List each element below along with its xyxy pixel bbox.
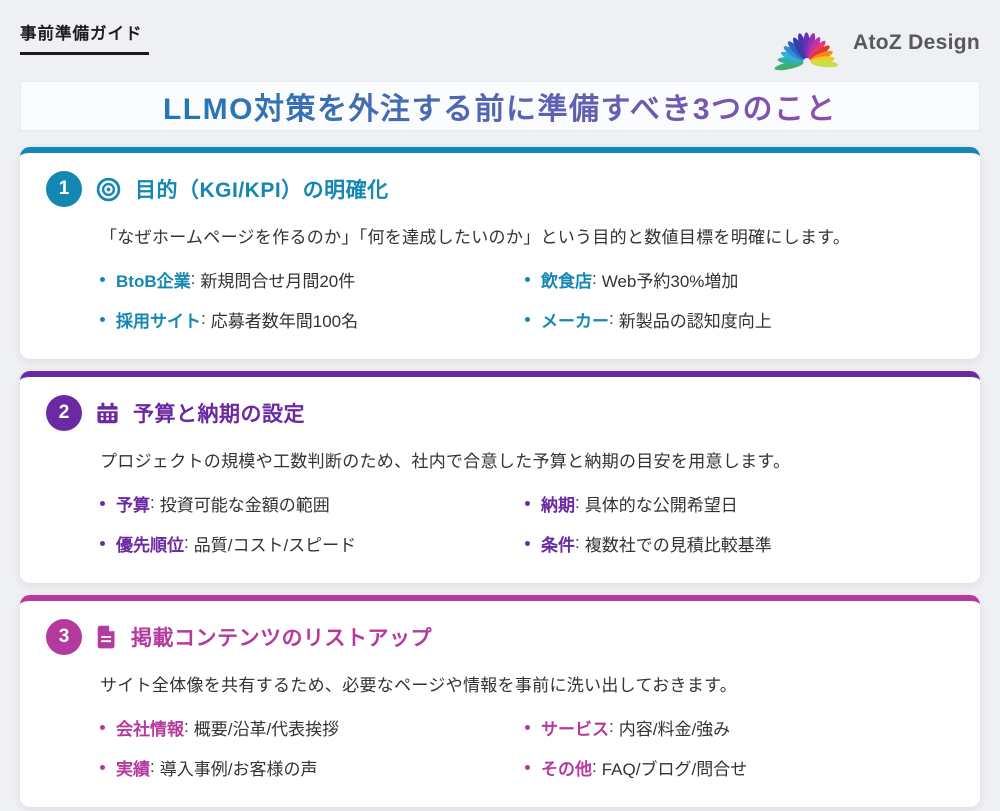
card-content-list: 3 掲載コンテンツのリストアップ サイト全体像を共有するため、必要なページや情報… — [20, 595, 980, 807]
bullet-dot — [100, 316, 105, 322]
list-item: サービス: 内容/料金/強み — [525, 715, 950, 740]
list-item: 会社情報: 概要/沿革/代表挨拶 — [100, 715, 525, 740]
bullet-value: 新規問合せ月間20件 — [200, 271, 356, 291]
bullet-dot — [525, 316, 530, 322]
card-heading: 掲載コンテンツのリストアップ — [131, 627, 432, 650]
bullet-dot — [525, 540, 530, 546]
page-title: LLMO対策を外注する前に準備すべき3つのこと — [163, 84, 837, 128]
bullet-dot — [100, 540, 105, 546]
file-lines-icon — [96, 625, 117, 649]
bullet-label: 予算 — [116, 495, 150, 515]
bullet-separator: : — [184, 717, 189, 737]
bullet-label: 採用サイト — [116, 311, 201, 331]
bullet-dot — [525, 500, 530, 506]
step-number-badge: 2 — [46, 395, 82, 431]
card-budget-schedule: 2 予算と納期の設定 — [20, 371, 980, 583]
bullet-list: 会社情報: 概要/沿革/代表挨拶 実績: 導入事例/お客様の声 サービス: 内容… — [100, 715, 950, 780]
list-item: 優先順位: 品質/コスト/スピード — [100, 531, 525, 556]
bullet-dot — [100, 276, 105, 282]
bullet-separator: : — [609, 717, 614, 737]
list-item: メーカー: 新製品の認知度向上 — [525, 307, 950, 332]
bullet-value: 新製品の認知度向上 — [618, 311, 772, 331]
card-header-row: 2 予算と納期の設定 — [46, 395, 950, 431]
bullet-value: 応募者数年間100名 — [210, 311, 359, 331]
title-banner: LLMO対策を外注する前に準備すべき3つのこと — [20, 81, 980, 131]
list-item: BtoB企業: 新規問合せ月間20件 — [100, 267, 525, 292]
list-item: 納期: 具体的な公開希望日 — [525, 491, 950, 516]
bullet-value: 導入事例/お客様の声 — [159, 759, 318, 779]
rainbow-fan-icon — [774, 32, 839, 71]
bullet-value: 概要/沿革/代表挨拶 — [193, 719, 340, 739]
topbar: 事前準備ガイド AtoZ Design — [20, 14, 980, 71]
bullet-value: 具体的な公開希望日 — [584, 495, 738, 515]
bullet-dot — [525, 724, 530, 730]
bullet-value: FAQ/ブログ/問合せ — [601, 759, 748, 779]
bullet-separator: : — [592, 269, 597, 289]
bullet-separator: : — [184, 533, 189, 553]
card-heading: 目的（KGI/KPI）の明確化 — [135, 179, 389, 202]
bullet-value: 複数社での見積比較基準 — [584, 535, 772, 555]
list-item: 条件: 複数社での見積比較基準 — [525, 531, 950, 556]
bullet-value: 品質/コスト/スピード — [193, 535, 357, 555]
brand-name: AtoZ Design — [853, 30, 980, 54]
bullet-label: 条件 — [541, 535, 575, 555]
card-header-row: 1 目的（KGI/KPI）の明確化 — [46, 171, 950, 207]
brand: AtoZ Design — [770, 14, 980, 71]
bullet-separator: : — [150, 493, 155, 513]
bullet-separator: : — [190, 269, 196, 289]
bullet-separator: : — [150, 757, 155, 777]
bullet-separator: : — [575, 493, 580, 513]
card-header-row: 3 掲載コンテンツのリストアップ — [46, 619, 950, 655]
card-objective: 1 目的（KGI/KPI）の明確化 「なぜホームページを作るのか」「何を達成した… — [20, 147, 980, 359]
bullet-list: 予算: 投資可能な金額の範囲 優先順位: 品質/コスト/スピード 納期: 具体的… — [100, 491, 950, 556]
bullseye-icon — [96, 177, 121, 202]
bullet-list: BtoB企業: 新規問合せ月間20件 採用サイト: 応募者数年間100名 飲食店… — [100, 267, 950, 332]
bullet-separator: : — [575, 533, 580, 553]
bullet-separator: : — [201, 309, 206, 329]
list-item: 採用サイト: 応募者数年間100名 — [100, 307, 525, 332]
card-heading: 予算と納期の設定 — [133, 403, 305, 426]
bullet-value: 内容/料金/強み — [618, 719, 731, 739]
bullet-label: 優先順位 — [116, 535, 184, 555]
list-item: その他: FAQ/ブログ/問合せ — [525, 755, 950, 780]
bullet-label: 納期 — [541, 495, 575, 515]
doc-tag: 事前準備ガイド — [20, 14, 149, 55]
bullet-label: 飲食店 — [541, 271, 592, 291]
bullet-label: その他 — [541, 759, 592, 779]
bullet-dot — [100, 724, 105, 730]
step-number-badge: 1 — [46, 171, 82, 207]
bullet-dot — [100, 500, 105, 506]
calendar-icon — [96, 401, 119, 425]
bullet-dot — [100, 764, 105, 770]
bullet-dot — [525, 276, 530, 282]
bullet-value: 投資可能な金額の範囲 — [159, 495, 330, 515]
bullet-label: メーカー — [541, 311, 609, 331]
bullet-separator: : — [609, 309, 614, 329]
card-description: サイト全体像を共有するため、必要なページや情報を事前に洗い出しておきます。 — [100, 676, 738, 695]
list-item: 予算: 投資可能な金額の範囲 — [100, 491, 525, 516]
bullet-label: 実績 — [116, 759, 150, 779]
bullet-label: 会社情報 — [116, 719, 184, 739]
bullet-dot — [525, 764, 530, 770]
bullet-label: サービス — [541, 719, 609, 739]
bullet-separator: : — [592, 757, 597, 777]
list-item: 実績: 導入事例/お客様の声 — [100, 755, 525, 780]
step-number-badge: 3 — [46, 619, 82, 655]
list-item: 飲食店: Web予約30%増加 — [525, 267, 950, 292]
card-description: プロジェクトの規模や工数判断のため、社内で合意した予算と納期の目安を用意します。 — [100, 452, 791, 471]
bullet-value: Web予約30%増加 — [601, 271, 739, 291]
card-description: 「なぜホームページを作るのか」「何を達成したいのか」という目的と数値目標を明確に… — [100, 228, 851, 247]
cards-container: 1 目的（KGI/KPI）の明確化 「なぜホームページを作るのか」「何を達成した… — [20, 147, 980, 807]
bullet-label: BtoB企業 — [116, 271, 191, 291]
